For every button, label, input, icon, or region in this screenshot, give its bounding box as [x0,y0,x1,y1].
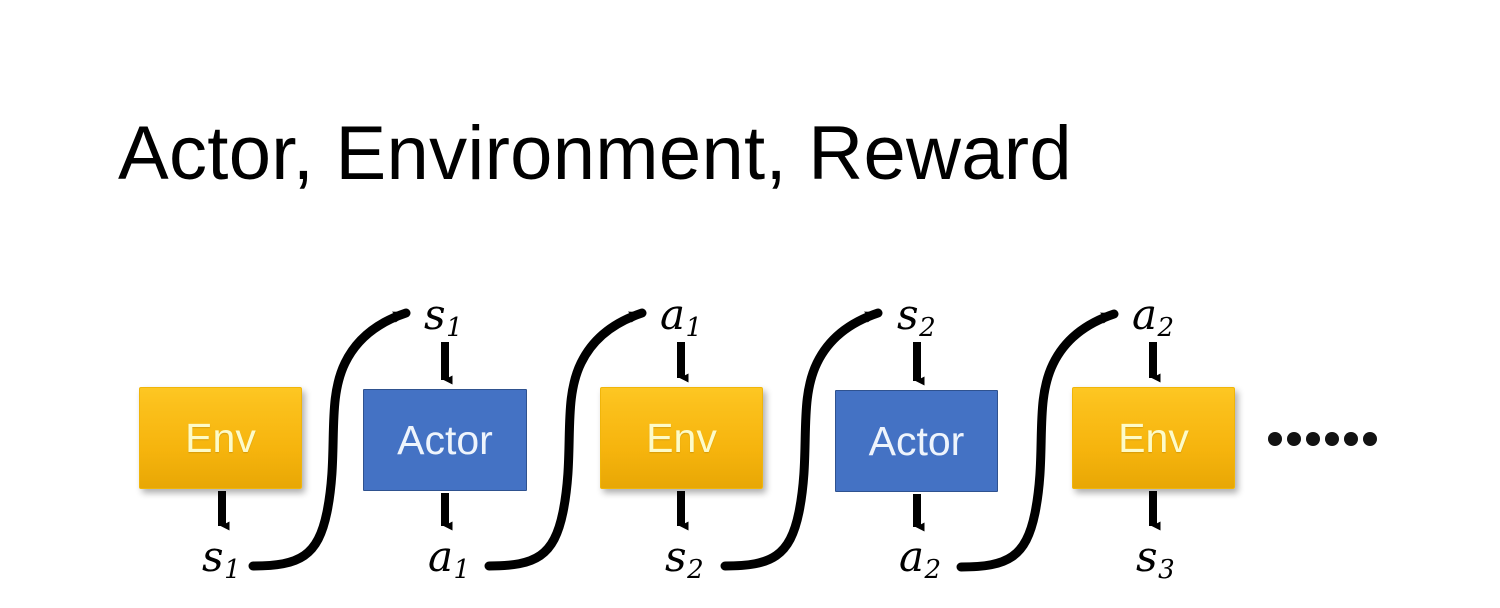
ellipsis-dot [1268,432,1282,446]
curve-s2 [720,308,883,571]
label-top-s1: s1 [424,294,463,344]
label-bottom-a2: a2 [899,536,942,586]
curve-a1 [484,308,647,571]
label-base: a [428,532,454,581]
label-subscript: 2 [1157,313,1175,344]
label-base: a [899,532,925,581]
label-base: s [665,532,687,581]
label-bottom-s3: s3 [1136,536,1175,586]
ellipsis-dot [1306,432,1320,446]
curve-s1 [248,308,411,571]
label-bottom-a1: a1 [428,536,471,586]
ellipsis-dot [1344,432,1358,446]
node-env-1[interactable]: Env [139,387,302,489]
label-top-a2: a2 [1132,294,1175,344]
label-top-s2: s2 [897,294,936,344]
arrows-into-boxes [441,342,1161,386]
node-env-3[interactable]: Env [1072,387,1235,489]
ellipsis-continuation [1268,432,1377,446]
label-base: s [424,290,446,339]
curved-connectors [248,308,1119,572]
label-subscript: 3 [1158,555,1175,586]
label-subscript: 2 [687,555,704,586]
node-label: Actor [397,416,493,463]
label-subscript: 1 [685,313,703,344]
label-base: a [660,290,686,339]
label-subscript: 2 [919,313,936,344]
label-top-a1: a1 [660,294,703,344]
node-label: Env [1118,414,1189,461]
node-label: Env [646,414,717,461]
label-bottom-s2: s2 [665,536,704,586]
label-base: s [202,532,224,581]
node-actor-1[interactable]: Actor [363,389,527,491]
label-base: s [897,290,919,339]
label-base: a [1132,290,1158,339]
label-subscript: 1 [224,555,241,586]
label-subscript: 2 [924,555,942,586]
label-subscript: 1 [446,313,463,344]
label-subscript: 1 [453,555,471,586]
label-bottom-s1: s1 [202,536,241,586]
curve-a2 [956,309,1119,572]
node-env-2[interactable]: Env [600,387,763,489]
label-base: s [1136,532,1158,581]
page-title: Actor, Environment, Reward [118,111,1072,196]
ellipsis-dot [1287,432,1301,446]
node-actor-2[interactable]: Actor [835,390,998,492]
arrows-out-of-boxes [218,491,1161,532]
ellipsis-dot [1325,432,1339,446]
node-label: Env [185,414,256,461]
node-label: Actor [868,417,965,464]
ellipsis-dot [1363,432,1377,446]
